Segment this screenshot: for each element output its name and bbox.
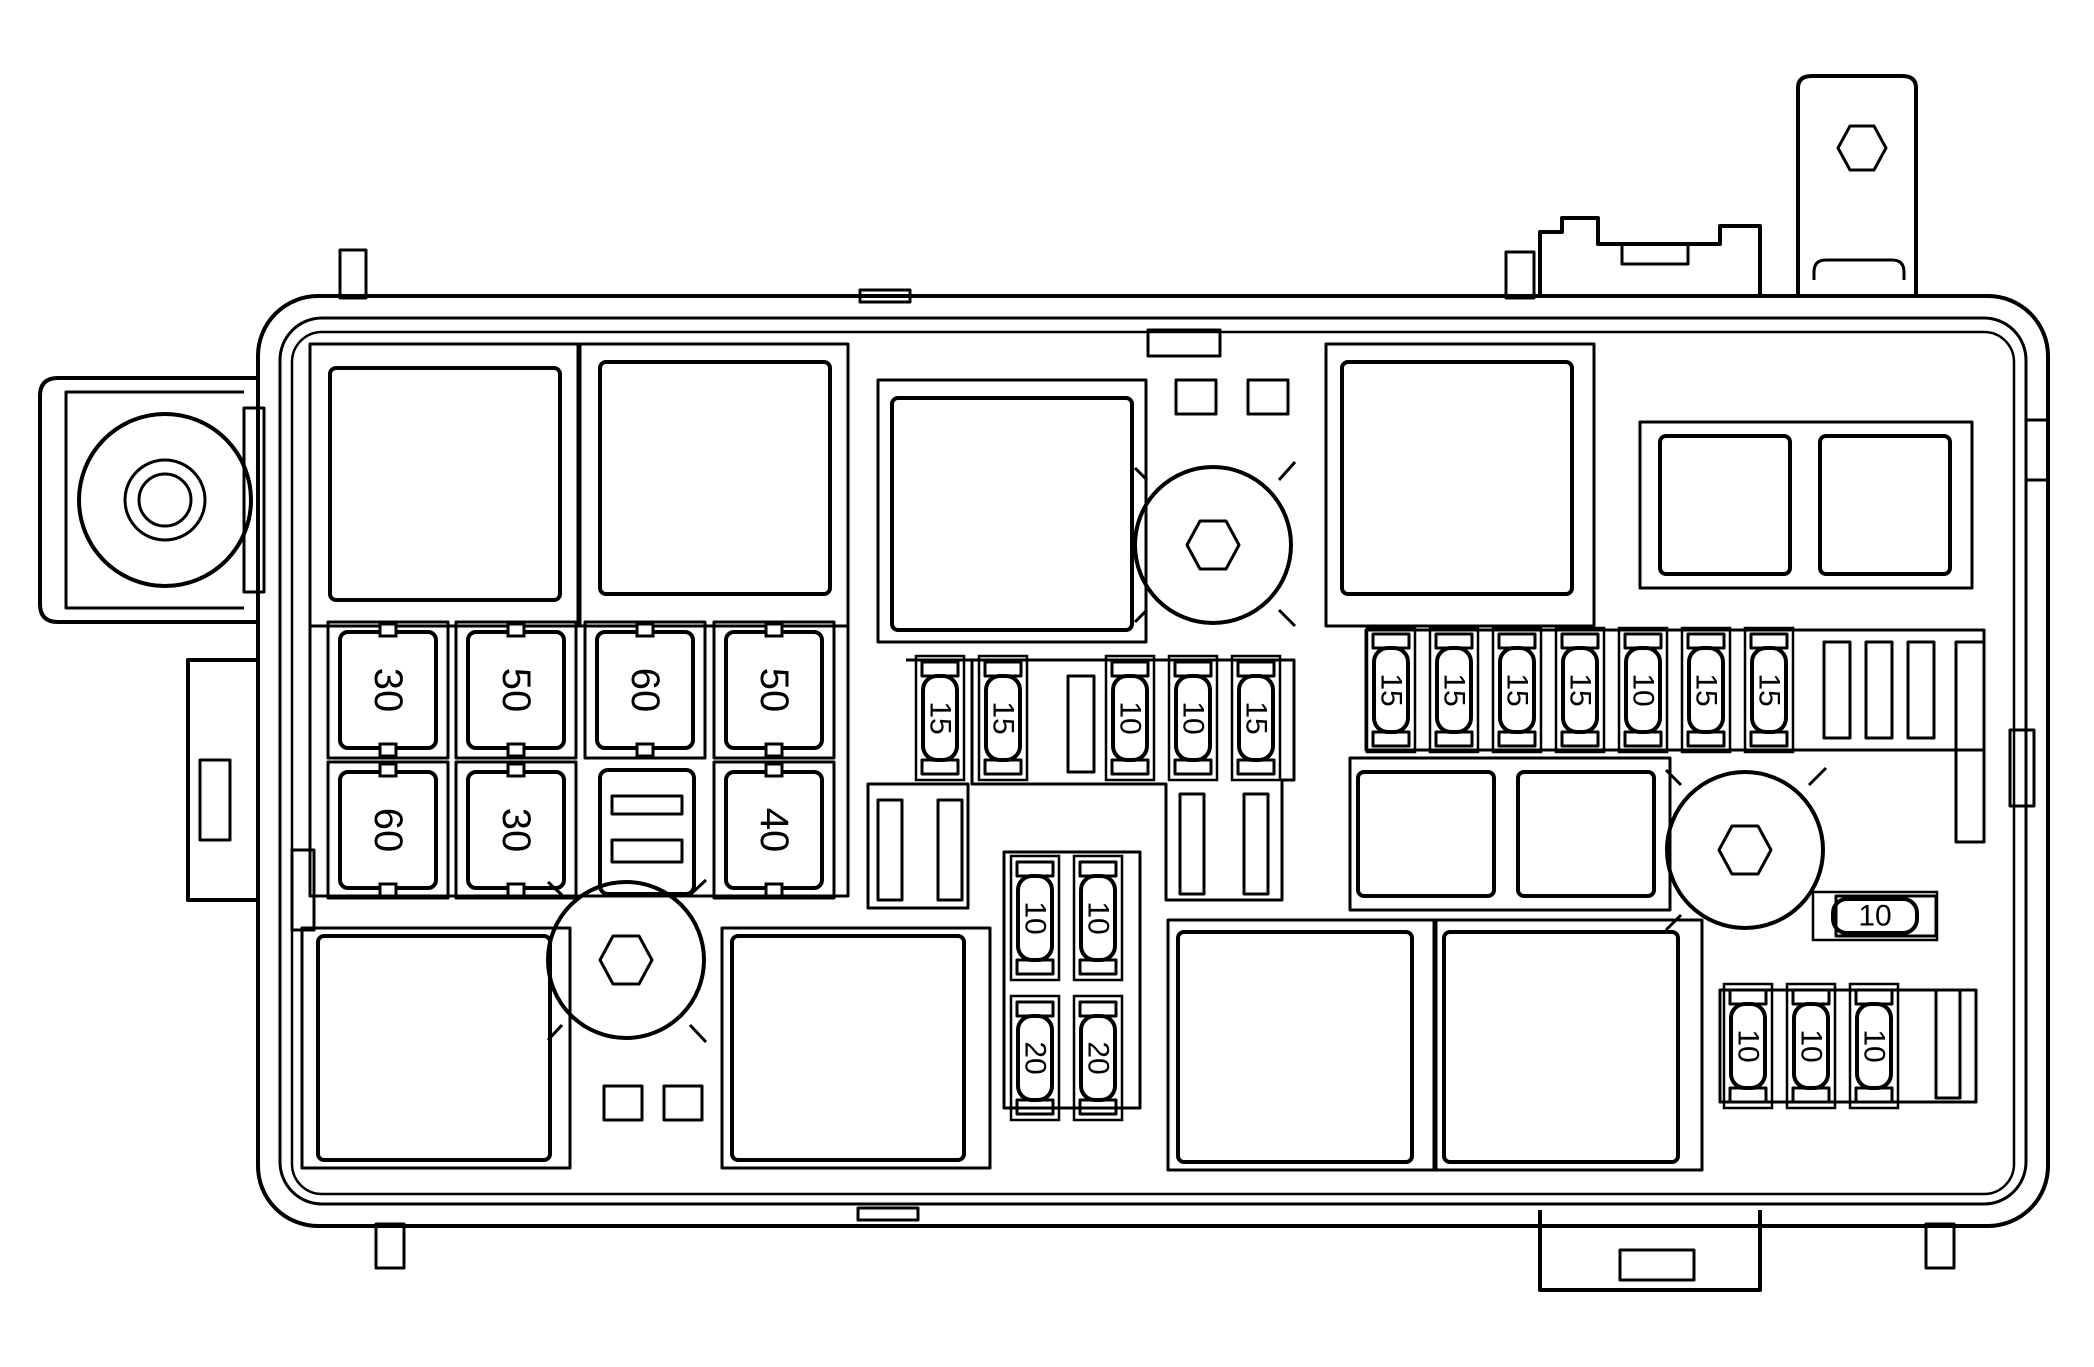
relay <box>722 928 990 1168</box>
maxi-fuse: 50 <box>456 622 576 758</box>
mini-fuse: 10 <box>1074 856 1122 980</box>
mini-fuse: 10 <box>1813 892 1937 940</box>
mini-fuse: 15 <box>1232 656 1280 780</box>
mini-fuse: 20 <box>1011 996 1059 1120</box>
relay <box>310 344 578 626</box>
mini-fuses: 15 15 10 10 15 10 10 20 20 15 15 15 15 10 15 15 10 10 10 10 <box>916 628 1937 1120</box>
stud-bolt <box>1135 462 1295 626</box>
fuse-rating-label: 10 <box>1858 1029 1891 1062</box>
relay <box>1350 758 1670 910</box>
fuse-rating-label: 10 <box>1858 900 1891 933</box>
stud-bolt <box>1666 768 1826 930</box>
relay <box>302 928 570 1168</box>
mini-fuse: 15 <box>979 656 1027 780</box>
mini-fuse: 15 <box>1556 628 1604 752</box>
mini-fuse: 20 <box>1074 996 1122 1120</box>
fuse-rating-label: 15 <box>1690 673 1723 706</box>
stud-bolt <box>548 880 706 1042</box>
fuse-rating-label: 10 <box>1177 701 1210 734</box>
fuse-rating-label: 15 <box>1438 673 1471 706</box>
fuse-rating-label: 10 <box>1114 701 1147 734</box>
fuse-rating-label: 30 <box>494 808 538 853</box>
fuse-rating-label: 15 <box>1501 673 1534 706</box>
fuse-rating-label: 10 <box>1795 1029 1828 1062</box>
mini-fuse: 10 <box>1169 656 1217 780</box>
maxi-fuse: 60 <box>585 622 705 758</box>
maxi-fuse: 60 <box>328 762 448 898</box>
fuse-rating-label: 20 <box>1082 1041 1115 1074</box>
mini-fuse: 15 <box>1430 628 1478 752</box>
fuse-rating-label: 40 <box>752 808 796 853</box>
relays <box>302 344 1972 1170</box>
relay <box>1434 920 1702 1170</box>
studs <box>548 462 1826 1042</box>
fuse-rating-label: 10 <box>1627 673 1660 706</box>
mini-fuse: 10 <box>1619 628 1667 752</box>
mini-fuse: 15 <box>1682 628 1730 752</box>
mini-fuse: 15 <box>1745 628 1793 752</box>
hex-bolt-icon <box>1719 826 1771 874</box>
mini-fuse: 10 <box>1850 984 1898 1108</box>
hex-bolt-icon <box>600 936 652 984</box>
fuse-rating-label: 10 <box>1732 1029 1765 1062</box>
fuse-rating-label: 50 <box>494 668 538 713</box>
maxi-fuses: 30 50 60 50 60 30 40 <box>328 622 834 898</box>
mini-fuse: 15 <box>1493 628 1541 752</box>
maxi-fuse: 30 <box>456 762 576 898</box>
fuse-rating-label: 15 <box>1240 701 1273 734</box>
mini-fuse: 10 <box>1106 656 1154 780</box>
relay <box>580 344 848 626</box>
fuse-rating-label: 60 <box>366 808 410 853</box>
mini-fuse: 15 <box>1367 628 1415 752</box>
relay <box>1326 344 1594 626</box>
relay <box>1640 422 1972 588</box>
fuse-rating-label: 10 <box>1019 901 1052 934</box>
fuse-rating-label: 15 <box>987 701 1020 734</box>
fuse-rating-label: 10 <box>1082 901 1115 934</box>
hex-bolt-icon <box>1187 521 1239 569</box>
maxi-fuse-slot-empty <box>600 770 694 894</box>
fuse-rating-label: 15 <box>924 701 957 734</box>
hex-bolt-icon <box>1838 126 1886 170</box>
mini-fuse: 10 <box>1724 984 1772 1108</box>
maxi-fuse-block <box>310 626 848 896</box>
maxi-fuse: 30 <box>328 622 448 758</box>
fuse-rating-label: 15 <box>1375 673 1408 706</box>
mini-fuse: 15 <box>916 656 964 780</box>
relay <box>878 380 1146 642</box>
empty-fuse-slots <box>604 380 1960 1120</box>
maxi-fuse: 50 <box>714 622 834 758</box>
maxi-fuse: 40 <box>714 762 834 898</box>
relay <box>1168 920 1436 1170</box>
fuse-rating-label: 60 <box>623 668 667 713</box>
fuse-rating-label: 30 <box>366 668 410 713</box>
fuse-rating-label: 15 <box>1753 673 1786 706</box>
fuse-rating-label: 20 <box>1019 1041 1052 1074</box>
fuse-rating-label: 50 <box>752 668 796 713</box>
housing <box>40 76 2048 1290</box>
mini-fuse: 10 <box>1787 984 1835 1108</box>
mini-fuse: 10 <box>1011 856 1059 980</box>
fuse-rating-label: 15 <box>1564 673 1597 706</box>
